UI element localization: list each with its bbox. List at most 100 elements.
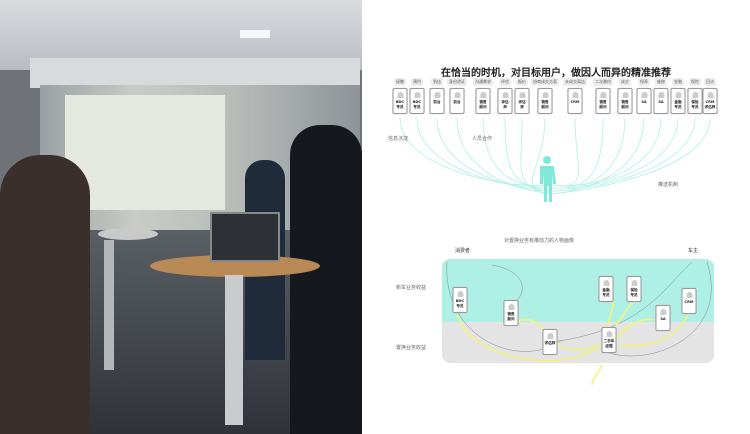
role-line-1: SA xyxy=(658,100,664,104)
role-card: SA xyxy=(636,88,652,114)
role-line-1: 前台 xyxy=(453,100,461,104)
push-label: 推送机制 xyxy=(658,182,679,188)
avatar-icon xyxy=(622,92,628,98)
connection-curve xyxy=(551,117,711,195)
role-line-2: 评估师 xyxy=(704,104,716,109)
avatar-icon xyxy=(707,92,713,98)
role-line-1: CRM xyxy=(705,100,715,104)
role-card: 销售顾问 xyxy=(595,88,611,114)
role-card: 保险专员 xyxy=(626,276,642,302)
avatar-icon xyxy=(508,304,514,310)
avatar-icon xyxy=(547,333,553,339)
role-line-1: BDC xyxy=(395,100,405,104)
role-line-1: 二手车 xyxy=(603,339,615,343)
connection-curve xyxy=(551,117,626,192)
avatar-icon xyxy=(603,280,609,286)
table-back-leg xyxy=(104,240,114,370)
role-card: 销售顾问 xyxy=(475,88,491,114)
stage-label: 预约 xyxy=(411,78,423,86)
stage-label: 到店 xyxy=(431,78,443,86)
role-line-2: 专员 xyxy=(396,104,404,109)
avatar-icon xyxy=(641,92,647,98)
role-line-2: 专员 xyxy=(674,104,682,109)
new-car-area xyxy=(442,259,714,322)
role-line-2: 顾问 xyxy=(479,104,487,109)
role-card: 评估师 xyxy=(542,329,558,355)
connection-curve xyxy=(551,117,662,187)
role-line-2: 经理 xyxy=(605,343,613,348)
avatar-icon xyxy=(658,92,664,98)
beam xyxy=(30,58,360,88)
consumer-label: 消费者 xyxy=(455,248,471,254)
connection-curve xyxy=(551,117,696,192)
role-line-1: CRM xyxy=(570,100,580,104)
stage-label: 评估 xyxy=(499,78,511,86)
role-line-2: 顾问 xyxy=(621,104,629,109)
role-line-1: 销售 xyxy=(599,100,607,104)
stage-label: 身份验证 xyxy=(447,78,467,86)
role-card: 金融专员 xyxy=(598,276,614,302)
role-card: 前台 xyxy=(429,88,445,114)
connection-curve xyxy=(416,117,553,189)
stage-label: 金融 xyxy=(672,78,684,86)
role-card: 前台 xyxy=(449,88,465,114)
avatar-icon xyxy=(692,92,698,98)
replacement-label: 置换业务收益 xyxy=(396,345,427,351)
role-card: CRM xyxy=(567,88,583,114)
role-line-1: 评估 xyxy=(501,100,509,104)
stage-label: 报价 xyxy=(516,78,528,86)
connection-curve xyxy=(551,117,579,187)
avatar-icon xyxy=(454,92,460,98)
avatar-icon xyxy=(480,92,486,98)
connection-curve xyxy=(520,117,553,192)
meeting-photo xyxy=(0,0,362,434)
role-line-2: 专员 xyxy=(413,104,421,109)
role-line-1: 评估师 xyxy=(544,341,556,345)
stage-label: 维修 xyxy=(655,78,667,86)
laptop xyxy=(210,212,280,262)
role-line-2: 专员 xyxy=(456,303,464,308)
role-card: 评估师 xyxy=(514,88,530,114)
avatar-icon xyxy=(600,92,606,98)
avatar-icon xyxy=(519,92,525,98)
stage-label: 接触 xyxy=(394,78,406,86)
role-line-1: 保险 xyxy=(630,288,638,292)
avatar-icon xyxy=(686,292,692,298)
role-line-1: CRM xyxy=(684,300,694,304)
role-card: 销售顾问 xyxy=(617,88,633,114)
connection-curve xyxy=(436,117,553,192)
connection-curve xyxy=(531,117,553,195)
avatar-icon xyxy=(414,92,420,98)
new-car-label: 新车业务收益 xyxy=(396,285,427,291)
ceiling-light xyxy=(240,30,270,38)
role-line-2: 顾问 xyxy=(507,316,515,321)
role-card: 评估师 xyxy=(497,88,513,114)
table-leg xyxy=(225,275,243,425)
role-card: 销售顾问 xyxy=(503,300,519,326)
avatar-icon xyxy=(457,291,463,297)
connection-curve xyxy=(456,117,553,195)
role-card: 销售顾问 xyxy=(537,88,553,114)
role-line-1: 销售 xyxy=(621,100,629,104)
role-card: 保险专员 xyxy=(687,88,703,114)
role-line-2: 顾问 xyxy=(599,104,607,109)
role-line-1: 销售 xyxy=(541,100,549,104)
avatar-icon xyxy=(631,280,637,286)
projection-screen xyxy=(65,95,225,210)
role-card: 金融专员 xyxy=(670,88,686,114)
owner-label: 车主 xyxy=(688,248,699,254)
role-card: SA xyxy=(653,88,669,114)
person-left xyxy=(0,155,90,434)
stage-label: 协商成交方案 xyxy=(531,78,559,86)
info-label: 信息沉淀 xyxy=(388,136,409,142)
stage-label: 未成交离店 xyxy=(563,78,587,86)
diagram: 在恰当的时机，对目标用户，做因人而异的精准推荐 接触预约到店身份验证沟通需求评估… xyxy=(362,0,750,434)
avatar-icon xyxy=(434,92,440,98)
connection-curve xyxy=(482,117,553,187)
cooperation-label: 人员合作 xyxy=(472,136,493,142)
role-line-1: 销售 xyxy=(479,100,487,104)
role-line-2: 顾问 xyxy=(541,104,549,109)
